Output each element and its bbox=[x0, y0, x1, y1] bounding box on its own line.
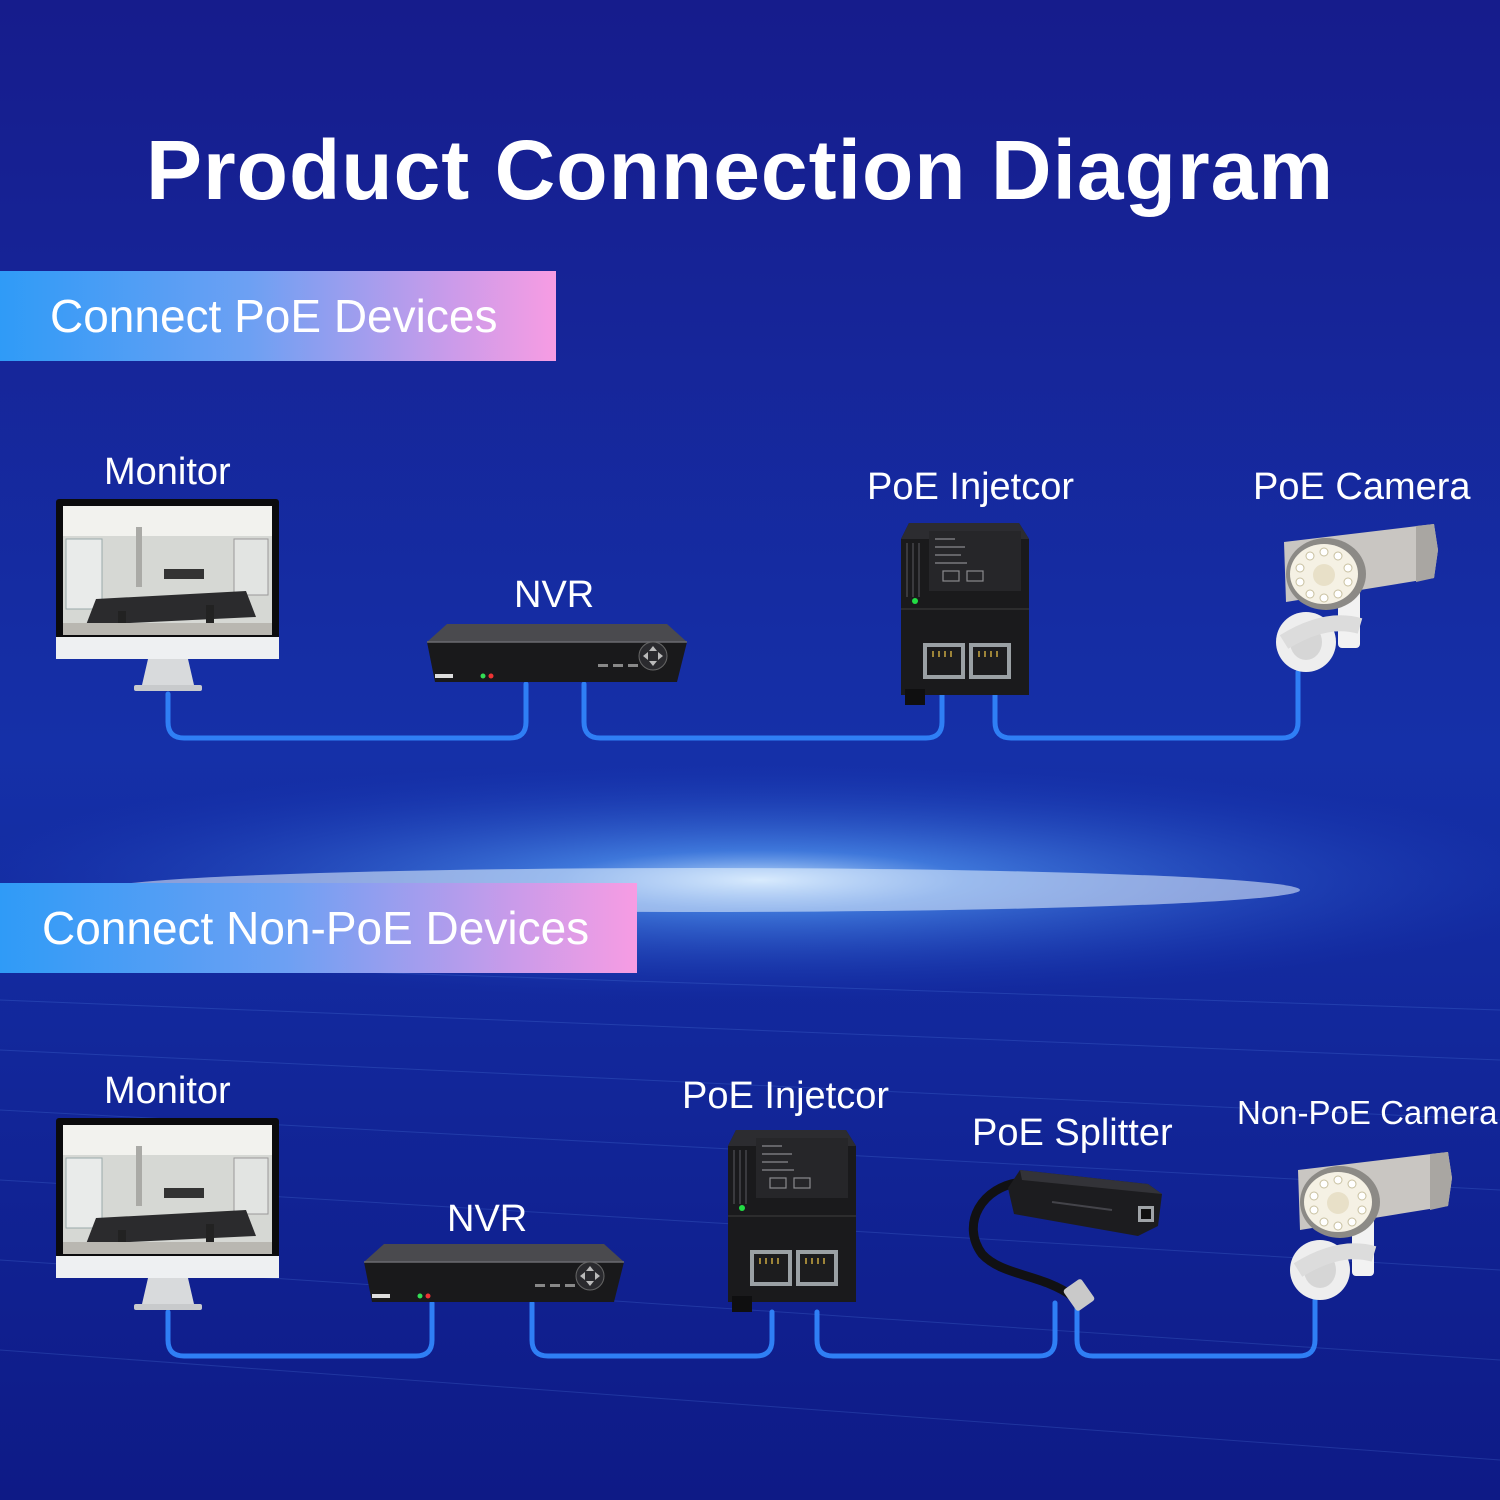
label-non-poe-camera: Non-PoE Camera bbox=[1237, 1094, 1498, 1131]
cable bbox=[1074, 1297, 1318, 1359]
cable bbox=[992, 669, 1301, 741]
label-nvr: NVR bbox=[514, 574, 595, 616]
camera-icon bbox=[1276, 524, 1438, 672]
nvr-icon bbox=[427, 624, 687, 682]
camera-icon bbox=[1290, 1152, 1452, 1300]
section-heading-non-poe: Connect Non-PoE Devices bbox=[0, 883, 637, 973]
label-poe-camera: PoE Camera bbox=[1253, 466, 1471, 508]
poe-injector-icon bbox=[901, 523, 1029, 705]
label-poe-splitter: PoE Splitter bbox=[972, 1112, 1173, 1154]
cable bbox=[814, 1300, 1058, 1359]
label-monitor: Monitor bbox=[104, 451, 231, 493]
poe-splitter-icon bbox=[968, 1170, 1162, 1311]
cable bbox=[529, 1300, 775, 1359]
cable bbox=[165, 1300, 435, 1359]
cable bbox=[165, 681, 529, 741]
section-heading-poe: Connect PoE Devices bbox=[0, 271, 556, 361]
label-nvr: NVR bbox=[447, 1198, 528, 1240]
page-title: Product Connection Diagram bbox=[145, 123, 1335, 217]
monitor-icon bbox=[56, 1118, 279, 1310]
poe-injector-icon bbox=[728, 1130, 856, 1312]
monitor-icon bbox=[56, 499, 279, 691]
cable bbox=[581, 681, 945, 741]
label-poe-injector: PoE Injetcor bbox=[682, 1075, 889, 1117]
label-monitor: Monitor bbox=[104, 1070, 231, 1112]
label-poe-injector: PoE Injetcor bbox=[867, 466, 1074, 508]
nvr-icon bbox=[364, 1244, 624, 1302]
